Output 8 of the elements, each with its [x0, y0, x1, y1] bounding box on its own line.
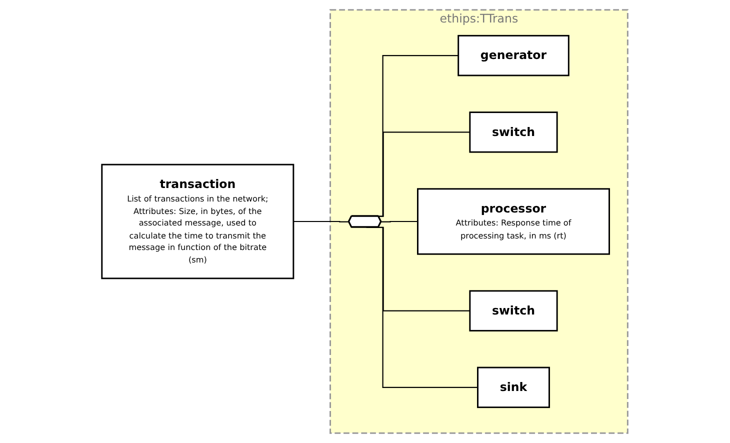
connector — [381, 220, 418, 222]
node-box: generator — [458, 34, 570, 76]
node-box: switch — [469, 290, 558, 332]
node-box: switch — [469, 112, 558, 153]
node-box: sink — [477, 366, 550, 408]
connector — [294, 220, 350, 222]
node-box: processor Attributes: Response time of processing task, in ms (rt) — [417, 188, 610, 255]
node-box: transaction List of transactions in the network; Attributes: Size, in bytes, of the associated message, used to calculate the time to transmit the message in function of the bitrate (sm) — [101, 164, 294, 280]
